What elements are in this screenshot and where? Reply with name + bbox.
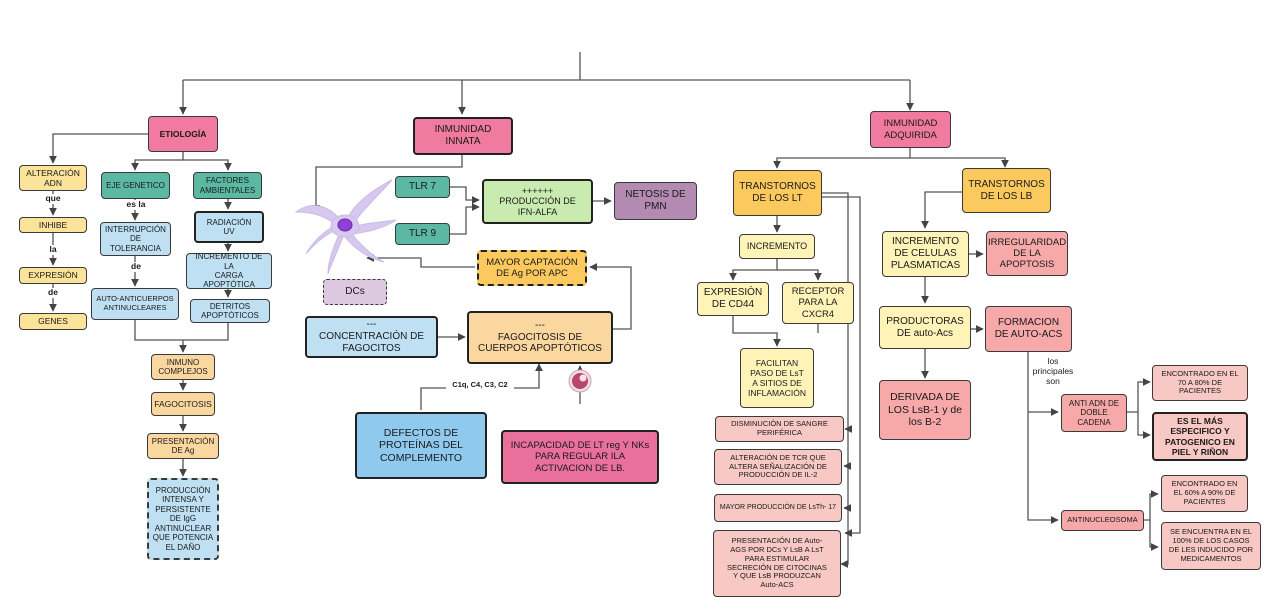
derivada-node: DERIVADA DE LOS LsB-1 y de los B-2 bbox=[879, 380, 971, 440]
connector-label-es-la: es la bbox=[124, 199, 148, 210]
mayor-produccion-th17-node: MAYOR PRODUCCIÓN DE LsTh- 17 bbox=[714, 494, 842, 522]
dcs-node: DCs bbox=[323, 279, 387, 305]
incremento-node: INCREMENTO bbox=[739, 234, 815, 259]
produccion-igg-node: PRODUCCIÓN INTENSA Y PERSISTENTE DE IgG … bbox=[147, 478, 219, 560]
defectos-complemento-node: DEFECTOS DE PROTEÍNAS DEL COMPLEMENTO bbox=[355, 412, 487, 479]
inhibe-node: INHIBE bbox=[19, 217, 87, 233]
complement-factors-label: C1q, C4, C3, C2 bbox=[446, 380, 514, 390]
connector-label-de-auto: de bbox=[129, 261, 143, 272]
expresion-cd44-node: EXPRESIÓN DE CD44 bbox=[697, 282, 769, 316]
concentracion-fagocitos-node: --- CONCENTRACIÓN DE FAGOCITOS bbox=[305, 316, 438, 358]
se-encuentra-node: SE ENCUENTRA EN EL 100% DE LOS CASOS DE … bbox=[1161, 522, 1261, 570]
expresion-node: EXPRESIÓN bbox=[19, 267, 87, 284]
inmunidad-adquirida-node: INMUNIDAD ADQUIRIDA bbox=[870, 111, 951, 148]
facilitan-node: FACILITAN PASO DE LsT A SITIOS DE INFLAM… bbox=[740, 348, 814, 408]
mayor-captacion-node: MAYOR CAPTACIÓN DE Ag POR APC bbox=[477, 250, 587, 286]
presentacion-autoags-node: PRESENTACIÓN DE Auto- AGS POR DCs Y LsB … bbox=[713, 530, 841, 597]
transtornos-lb-node: TRANSTORNOS DE LOS LB bbox=[962, 168, 1051, 213]
eje-genetico-node: EJE GENETICO bbox=[101, 172, 170, 199]
inmunocomplejos-node: INMUNO COMPLEJOS bbox=[151, 354, 215, 380]
encontrado-70-node: ENCONTRADO EN EL 70 A 80% DE PACIENTES bbox=[1152, 365, 1248, 401]
netosis-node: NETOSIS DE PMN bbox=[614, 182, 697, 220]
dendritic-cell-icon bbox=[294, 179, 397, 275]
irregularidad-node: IRREGULARIDAD DE LA APOPTOSIS bbox=[986, 231, 1068, 276]
alteracion-tcr-node: ALTERACIÓN DE TCR QUE ALTERA SEÑALIZACIÓ… bbox=[714, 449, 842, 485]
factores-ambientales-node: FACTORES AMBIENTALES bbox=[193, 172, 262, 199]
radiacion-uv-node: RADIACIÓN UV bbox=[194, 211, 264, 243]
es-el-mas-node: ES EL MÁS ESPECIFICO Y PATOGENICO EN PIE… bbox=[1152, 412, 1248, 461]
etiologia-node: ETIOLOGÍA bbox=[148, 116, 218, 152]
genes-node: GENES bbox=[19, 313, 87, 330]
interrupcion-tolerancia-node: INTERRUPCIÓN DE TOLERANCIA bbox=[100, 222, 171, 256]
anti-adn-node: ANTI ADN DE DOBLE CADENA bbox=[1061, 394, 1127, 432]
tlr9-node: TLR 9 bbox=[395, 223, 450, 245]
presentacion-ag-node: PRESENTACIÓN DE Ag bbox=[147, 433, 219, 459]
incapacidad-lt-reg-node: INCAPACIDAD DE LT reg Y NKs PARA REGULAR… bbox=[501, 430, 659, 484]
cell-icon bbox=[568, 369, 592, 393]
connector-label-la: la bbox=[46, 244, 60, 255]
receptor-cxcr4-node: RECEPTOR PARA LA CXCR4 bbox=[782, 282, 854, 324]
incremento-celulas-node: INCREMENTO DE CELULAS PLASMATICAS bbox=[882, 231, 969, 277]
tlr7-node: TLR 7 bbox=[395, 176, 450, 198]
alteracion-adn-node: ALTERACIÓN ADN bbox=[19, 165, 87, 191]
antinucleosoma-node: ANTINUCLEOSOMA bbox=[1061, 510, 1144, 531]
connector-label-los-principales: los principales son bbox=[1030, 356, 1076, 387]
detritos-node: DETRITOS APOPTÓTICOS bbox=[190, 299, 270, 323]
encontrado-60-node: ENCONTRADO EN EL 60% A 90% DE PACIENTES bbox=[1161, 475, 1248, 512]
fagocitosis-node: FAGOCITOSIS bbox=[151, 392, 215, 416]
auto-anticuerpos-node: AUTO-ANTICUERPOS ANTINUCLEARES bbox=[91, 288, 179, 320]
inmunidad-innata-node: INMUNIDAD INNATA bbox=[413, 117, 513, 155]
connector-label-que: que bbox=[45, 193, 61, 204]
incremento-carga-node: INCREMENTO DE LA CARGA APOPTÓTICA bbox=[186, 252, 272, 289]
fagocitosis-cuerpos-node: --- FAGOCITOSIS DE CUERPOS APOPTÓTICOS bbox=[467, 311, 613, 364]
connector-label-de-genes: de bbox=[46, 287, 60, 298]
productoras-node: PRODUCTORAS DE auto-Acs bbox=[879, 306, 971, 349]
formacion-node: FORMACION DE AUTO-ACS bbox=[985, 306, 1072, 352]
disminucion-node: DISMINUCIÓN DE SANGRE PERIFÉRICA bbox=[715, 416, 844, 442]
transtornos-lt-node: TRANSTORNOS DE LOS LT bbox=[733, 170, 822, 216]
produccion-ifn-node: ++++++ PRODUCCIÓN DE IFN-ALFA bbox=[482, 179, 593, 224]
